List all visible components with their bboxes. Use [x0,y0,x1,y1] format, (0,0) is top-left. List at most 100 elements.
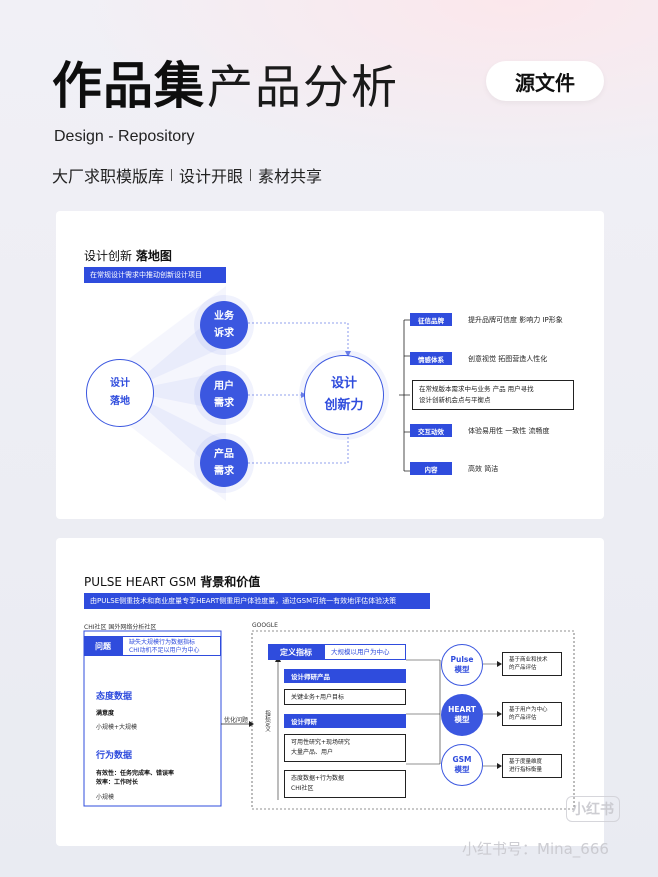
desc-line: 基于度量维度 [509,759,543,765]
card2-banner: 由PULSE侧重技术和商业度量专享HEART侧重用户体验度量，通过GSM可统一有… [84,593,430,609]
define-metrics-box: 大规模以用户为中心 [324,644,406,660]
design-research-product-bar: 设计师研产品 [284,669,406,683]
beam-shape [126,286,226,501]
emotion-text: 创意视觉 拓图营造人性化 [468,355,548,363]
innovation-balance-box: 在常规版本需求中与业务 产品 用户寻找 设计创新机会点与平衡点 [412,380,574,410]
tagline-item: 大厂求职模版库 [52,167,165,186]
box-line: 态度数据+行为数据 [291,775,345,782]
source-file-button[interactable]: 源文件 [486,61,604,101]
attitude-data-title: 态度数据 [96,692,133,702]
left-frame [83,630,222,807]
behavior-scale: 小规模 [96,794,115,801]
optimize-label: 优化问题 [224,717,249,724]
model-name: 模型 [454,665,470,674]
key-business-box: 关键业务+用户目标 [284,689,406,705]
circle-label: 需求 [214,466,234,477]
behavior-metric: 效率：工作时长 [96,779,139,786]
problem-box: 缺失大规模行为数据指标 CHI动机不足以用户为中心 [122,636,221,656]
interaction-text: 体验易用性 一致性 流畅度 [468,427,550,435]
arrow-head [497,661,502,667]
watermark-logo: 小红书 [566,796,620,822]
box-line: 在常规版本需求中与业务 产品 用户寻找 [419,385,534,393]
model-name: 模型 [454,765,470,774]
card1-title-bold: 落地图 [135,249,172,263]
box-line: CHI社区 [291,785,314,792]
circle-label: 产品 [214,449,234,460]
problem-line: 缺失大规模行为数据指标 [129,639,196,646]
card2-title-plain: PULSE HEART GSM [84,575,201,589]
desc-line: 基于用户为中心 [509,707,548,713]
define-metrics-tag: 定义指标 [268,644,324,660]
behavior-data-title: 行为数据 [96,751,133,761]
card2-diagram-lines [83,630,575,810]
content-text: 高效 简洁 [468,465,499,473]
gsm-desc-box: 基于度量维度 进行指标衡量 [502,754,562,778]
desc-line: 的产品评估 [509,665,537,671]
circle-label: 诉求 [214,328,234,339]
desc-line: 的产品评估 [509,715,537,721]
design-landing-circle: 设计落地 [86,359,154,427]
desc-line: 基于商业和技术 [509,657,548,663]
box-line: 可用性研究+现场研究 [291,739,351,746]
arrow-head [497,763,502,769]
desc-line: 进行指标衡量 [509,767,543,773]
circle-label: 用户 [214,381,234,392]
model-name: HEART [448,705,476,714]
card1-title-plain: 设计创新 [84,249,136,263]
heart-desc-box: 基于用户为中心 的产品评估 [502,702,562,726]
subtitle: Design - Repository [54,128,195,145]
innovation-map-card: 设计创新 落地图 在常规设计需求中推动创新设计项目 设计落地 业务诉求 用户需求… [56,211,604,519]
bracket-line [399,319,410,472]
connector-line [248,433,349,464]
card1-banner: 在常规设计需求中推动创新设计项目 [84,267,226,283]
pulse-desc-box: 基于商业和技术 的产品评估 [502,652,562,676]
box-line: 设计创新机会点与平衡点 [419,396,491,404]
emotion-tag: 情感体系 [410,352,452,365]
problem-tag: 问题 [84,636,122,656]
business-demand-circle: 业务诉求 [200,301,248,349]
attitude-behavior-box: 态度数据+行为数据 CHI社区 [284,770,406,798]
behavior-metric: 有效性：任务完成率、错误率 [96,770,175,777]
google-label: GOOGLE [252,622,278,629]
vertical-label: 指标定义 [264,710,270,732]
circle-label: 创新力 [324,398,364,413]
model-name: GSM [452,755,472,764]
arrow-head [345,351,351,357]
connector-line [248,322,349,351]
brand-text: 提升品牌可信度 影响力 IP形象 [468,316,563,324]
arrow-head [497,711,502,717]
box-line: 大量产品、用户 [291,749,334,756]
brand-tag: 征信品牌 [410,313,452,326]
title-light: 产品分析 [207,60,399,114]
interaction-tag: 交互动效 [410,424,452,437]
satisfaction-label: 满意度 [96,710,115,717]
problem-line: CHI动机不足以用户为中心 [129,647,200,654]
circle-label: 落地 [110,396,130,407]
tagline-item: 设计开眼 [179,167,244,186]
product-demand-circle: 产品需求 [200,439,248,487]
attitude-scale: 小规模+大规模 [96,724,138,731]
circle-label: 需求 [214,398,234,409]
google-frame [251,630,575,810]
pulse-heart-gsm-card: PULSE HEART GSM 背景和价值 由PULSE侧重技术和商业度量专享H… [56,538,604,846]
user-demand-circle: 用户需求 [200,371,248,419]
circle-label: 设计 [330,376,357,391]
tagline: 大厂求职模版库 设计开眼 素材共享 [52,163,322,187]
usability-research-box: 可用性研究+现场研究 大量产品、用户 [284,734,406,762]
tagline-divider [171,169,173,181]
watermark-account: 小红书号：Mina_666 [462,840,609,858]
title-bold: 作品集 [52,57,205,115]
design-innovation-circle: 设计创新力 [304,355,384,435]
circle-label: 业务 [214,311,234,322]
model-name: Pulse [450,655,474,664]
model-name: 模型 [454,715,470,724]
tagline-divider [250,169,252,181]
page-title: 作品集 产品分析 [52,46,399,118]
desc-connector [483,663,499,767]
chi-community-label: CHI社区 国外网络分析社区 [84,624,157,631]
content-tag: 内容 [410,462,452,475]
card2-title: PULSE HEART GSM 背景和价值 [84,573,260,590]
